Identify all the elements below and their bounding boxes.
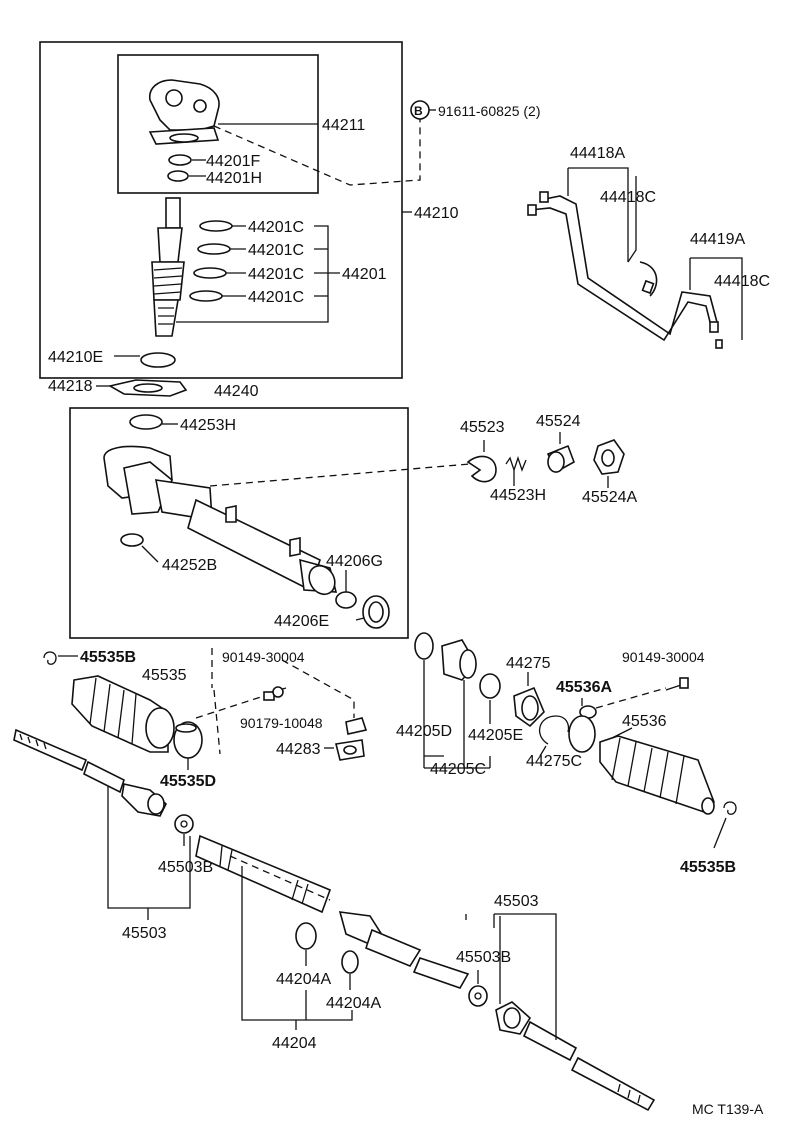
bushing-44204A-a-part (295, 922, 317, 950)
label-44201: 44201 (342, 266, 387, 283)
label-44275C: 44275C (526, 753, 582, 770)
label-44201C-3: 44201C (248, 266, 304, 283)
label-44201F: 44201F (206, 153, 260, 170)
label-45503B-left: 45503B (158, 859, 213, 876)
label-45503-right: 45503 (494, 893, 539, 910)
label-44252B: 44252B (162, 557, 217, 574)
label-45523: 45523 (460, 419, 505, 436)
bushing-44253H-part (129, 414, 163, 430)
bearing-44210E-part (140, 352, 176, 368)
clamp-45536-part (568, 715, 596, 753)
label-44204A-b: 44204A (326, 995, 381, 1012)
label-44201C-1: 44201C (248, 219, 304, 236)
label-44419A: 44419A (690, 231, 745, 248)
frame-44240-group (69, 407, 409, 639)
locknut-45524A-part (593, 439, 625, 475)
lock-washer-45503B-left-part (174, 814, 194, 834)
label-44206G: 44206G (326, 553, 383, 570)
label-44201C-4: 44201C (248, 289, 304, 306)
label-44204: 44204 (272, 1035, 317, 1052)
spring-44523H-part (505, 455, 527, 473)
pressure-pipes-part (527, 191, 723, 349)
label-44253H: 44253H (180, 417, 236, 434)
boot-45536-part (599, 735, 715, 815)
label-44240: 44240 (214, 383, 259, 400)
label-45536: 45536 (622, 713, 667, 730)
label-45524: 45524 (536, 413, 581, 430)
oring-44205D-part (414, 632, 434, 660)
label-45503-left: 45503 (122, 925, 167, 942)
bolt-b-marker-letter: B (414, 104, 423, 118)
label-44205D: 44205D (396, 723, 452, 740)
label-44211: 44211 (322, 117, 365, 134)
snap-ring-44275C-part (538, 715, 570, 745)
bushing-44206G-part (335, 591, 357, 609)
label-90149-30004-left: 90149-30004 (222, 649, 305, 665)
label-45535D: 45535D (160, 773, 216, 790)
frame-44210-group (39, 41, 403, 379)
bushing-44205C-part (441, 639, 477, 681)
reference-code: MC T139-A (692, 1101, 764, 1117)
steering-rack-part (195, 834, 470, 989)
spring-cap-45523-part (466, 455, 497, 483)
tie-rod-right-part (495, 1001, 656, 1112)
label-44205C: 44205C (430, 761, 486, 778)
bushing-44252B-part (120, 533, 144, 547)
label-45535B-left: 45535B (80, 649, 136, 666)
label-44204A-a: 44204A (276, 971, 331, 988)
label-44418A: 44418A (570, 145, 625, 162)
label-44201C-2: 44201C (248, 242, 304, 259)
lock-washer-45503B-right-part (468, 985, 488, 1007)
label-44218: 44218 (48, 378, 93, 395)
label-45503B-right: 45503B (456, 949, 511, 966)
label-91611-60825: 91611-60825 (2) (438, 103, 540, 119)
pinion-shaft-part (151, 197, 185, 337)
rack-housing-part (103, 445, 338, 596)
label-44206E: 44206E (274, 613, 329, 630)
bolt-90149-right-part (665, 677, 689, 691)
label-44210E: 44210E (48, 349, 103, 366)
label-44418C-1: 44418C (600, 189, 656, 206)
label-44283: 44283 (276, 741, 321, 758)
label-45535B-right: 45535B (680, 859, 736, 876)
label-44210: 44210 (414, 205, 459, 222)
label-90179-10048: 90179-10048 (240, 715, 323, 731)
valve-housing-part (148, 79, 220, 182)
stopper-44275-part (513, 686, 545, 728)
label-44201H: 44201H (206, 170, 262, 187)
label-90149-30004-right: 90149-30004 (622, 649, 705, 665)
mount-44283-part (335, 739, 365, 761)
bushing-44204A-b-part (341, 950, 359, 974)
bushing-44206E-part (362, 595, 390, 629)
nut-90179-part (345, 717, 368, 735)
bolt-90149-left-part (263, 686, 287, 701)
label-45524A: 45524A (582, 489, 637, 506)
label-44275: 44275 (506, 655, 551, 672)
clip-45535B-right-part (723, 801, 737, 815)
label-44418C-2: 44418C (714, 273, 770, 290)
label-45536A: 45536A (556, 679, 612, 696)
label-44523H: 44523H (490, 487, 546, 504)
label-44205E: 44205E (468, 727, 523, 744)
adjuster-45524-part (546, 444, 575, 474)
label-45535: 45535 (142, 667, 187, 684)
clip-45535B-left-part (43, 651, 57, 665)
tie-rod-left-part (13, 728, 167, 817)
clamp-45535D-part (173, 721, 203, 759)
boot-45535-part (71, 675, 175, 753)
seal-rings-44201C (189, 220, 233, 302)
spacer-44205E-part (479, 673, 501, 699)
